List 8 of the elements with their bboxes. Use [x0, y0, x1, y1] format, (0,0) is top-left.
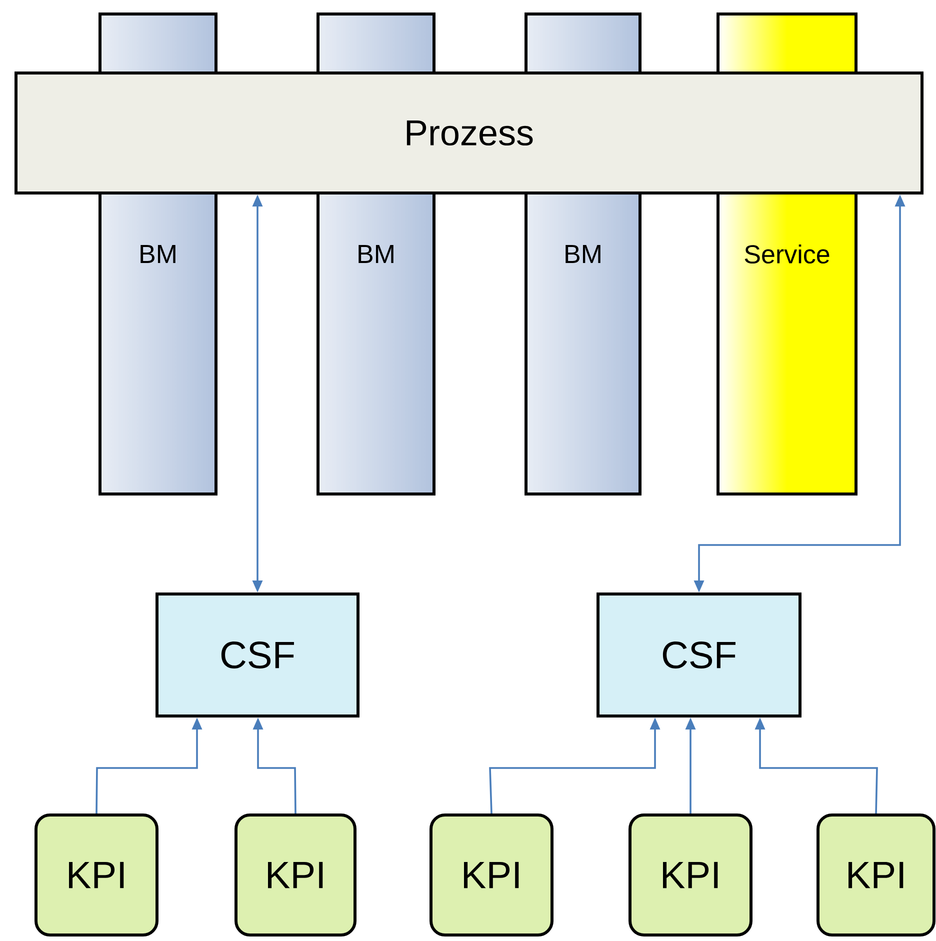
kpi-box: KPI [430, 814, 554, 937]
process-bar: Prozess [14, 72, 924, 194]
kpi-box: KPI [816, 814, 936, 937]
csf-box: CSF [596, 592, 802, 718]
kpi-box: KPI [234, 814, 356, 937]
kpi-box: KPI [628, 814, 752, 937]
kpi-box: KPI [34, 814, 158, 937]
csf-box: CSF [156, 592, 360, 718]
